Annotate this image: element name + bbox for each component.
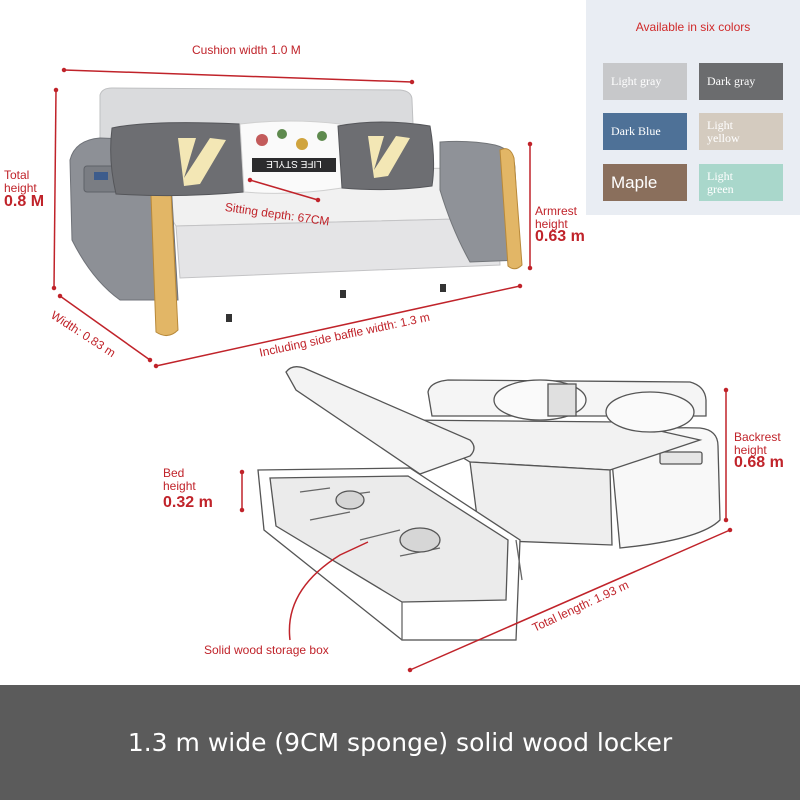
caption-bar: 1.3 m wide (9CM sponge) solid wood locke…	[0, 685, 800, 800]
swatch-light-yellow[interactable]: Light yellow	[699, 113, 783, 150]
pillow-text: LIFE STYLE	[266, 158, 322, 169]
backrest-height-value: 0.68 m	[734, 454, 784, 471]
swatch-maple[interactable]: Maple	[603, 164, 687, 201]
swatch-label: Maple	[611, 173, 658, 192]
total-height-value: 0.8 M	[4, 193, 45, 210]
swatch-label: Light gray	[611, 74, 662, 88]
bed-height-value: 0.32 m	[163, 494, 213, 511]
cushion-width-label: Cushion width 1.0 M	[192, 43, 301, 57]
sofa-bed-sketch	[257, 366, 721, 641]
color-options-panel: Available in six colors Light gray Dark …	[586, 0, 800, 215]
swatch-label: Dark gray	[707, 74, 756, 88]
swatch-label: Light yellow	[707, 117, 740, 145]
sofa-illustration: LIFE STYLE	[51, 67, 733, 673]
swatch-label: Light green	[707, 168, 734, 196]
bed-height-label-line1: Bed	[163, 466, 185, 480]
backrest-height-label-line2: height	[734, 443, 767, 457]
dimension-lines-top	[51, 67, 533, 369]
swatch-light-green[interactable]: Light green	[699, 164, 783, 201]
sofa-photo: LIFE STYLE	[69, 87, 523, 336]
armrest-height-label-line2: height	[535, 217, 568, 231]
swatch-dark-gray[interactable]: Dark gray	[699, 63, 783, 100]
swatch-label: Dark Blue	[611, 124, 661, 138]
bed-height-label-line2: height	[163, 479, 196, 493]
caption-text: 1.3 m wide (9CM sponge) solid wood locke…	[127, 728, 673, 757]
total-height-label-line1: Total	[4, 168, 30, 182]
product-illustration: LIFE STYLE	[4, 0, 800, 673]
backrest-height-label-line1: Backrest	[734, 430, 781, 444]
armrest-height-value: 0.63 m	[535, 228, 585, 245]
armrest-height-label-line1: Armrest	[535, 204, 577, 218]
swatch-light-gray[interactable]: Light gray	[603, 63, 687, 100]
dimension-lines-bottom	[239, 387, 733, 673]
total-height-label-line2: height	[4, 181, 37, 195]
swatch-dark-blue[interactable]: Dark Blue	[603, 113, 687, 150]
color-options-title: Available in six colors	[635, 20, 751, 34]
storage-box-label: Solid wood storage box	[204, 643, 329, 657]
